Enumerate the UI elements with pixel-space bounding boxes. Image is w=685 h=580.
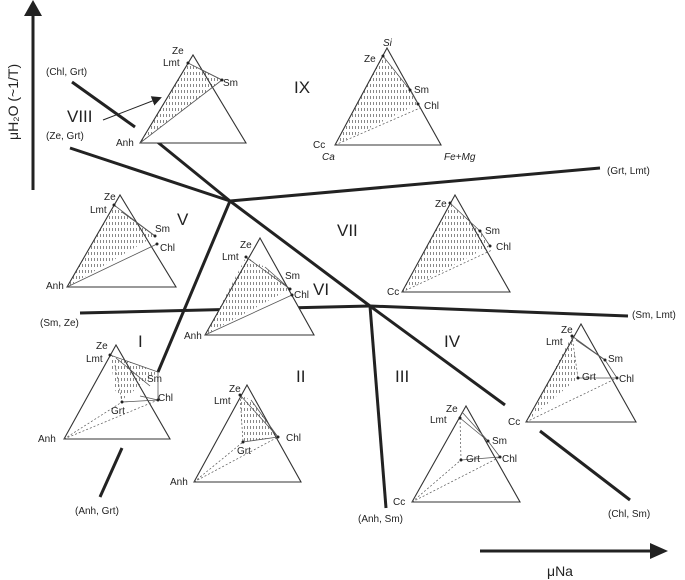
mineral-label-chl: Chl <box>619 374 634 385</box>
reaction-label-anh-grt: (Anh, Grt) <box>75 506 119 517</box>
boundary-chl-grt-lower <box>154 138 231 203</box>
ternary-diagram-viii: Ze Lmt Sm Anh <box>116 46 247 149</box>
mineral-label-cc: Cc <box>393 497 405 508</box>
reaction-label-chl-grt: (Chl, Grt) <box>46 67 87 78</box>
y-axis-arrow-icon <box>24 0 42 16</box>
mineral-label-ca: Ca <box>322 152 335 163</box>
field-label-ix: IX <box>294 78 310 97</box>
mineral-label-grt: Grt <box>237 446 251 457</box>
boundary-sm-lmt <box>369 304 629 318</box>
mineral-label-ze: Ze <box>172 46 184 57</box>
mineral-label-ze: Ze <box>96 341 108 352</box>
mineral-label-grt: Grt <box>466 454 480 465</box>
field-label-iii: III <box>395 367 409 386</box>
field-label-viii: VIII <box>67 107 93 126</box>
mineral-label-chl: Chl <box>496 242 511 253</box>
mineral-label-sm: Sm <box>492 436 507 447</box>
boundary-chl-sm <box>539 429 631 502</box>
mineral-label-anh: Anh <box>170 477 188 488</box>
mineral-label-ze: Ze <box>240 240 252 251</box>
boundary-mid-lower <box>369 304 506 407</box>
mineral-label-sm: Sm <box>485 226 500 237</box>
mineral-label-ze: Ze <box>364 54 376 65</box>
field-label-vii: VII <box>337 221 358 240</box>
x-axis-arrow-icon <box>650 543 668 559</box>
ternary-diagram-ii: Ze Lmt Chl Grt Anh <box>170 383 302 488</box>
mineral-label-ze: Ze <box>435 199 447 210</box>
x-axis-label: μNa <box>547 563 573 579</box>
mineral-label-lmt: Lmt <box>214 396 231 407</box>
mineral-label-sm: Sm <box>285 271 300 282</box>
mineral-label-ze: Ze <box>446 404 458 415</box>
reaction-label-sm-lmt: (Sm, Lmt) <box>632 310 676 321</box>
mineral-label-ze: Ze <box>104 192 116 203</box>
field-label-ii: II <box>296 367 305 386</box>
ternary-diagram-vii: Ze Sm Chl Cc <box>387 193 511 298</box>
mineral-label-sm: Sm <box>608 354 623 365</box>
mineral-points <box>108 54 619 462</box>
boundary-ze-grt <box>69 146 231 203</box>
mineral-label-lmt: Lmt <box>163 58 180 69</box>
reaction-label-grt-lmt: (Grt, Lmt) <box>607 166 650 177</box>
field-label-i: I <box>138 332 143 351</box>
field-label-iv: IV <box>444 332 461 351</box>
ternary-diagram-vi: Ze Lmt Sm Chl Anh <box>184 236 315 342</box>
mineral-label-chl: Chl <box>502 454 517 465</box>
boundary-chl-grt-upper <box>71 80 136 129</box>
field-labels: I II III IV V VI VII VIII IX <box>67 78 461 386</box>
ternary-diagram-iii: Ze Lmt Sm Chl Grt Cc <box>393 404 521 508</box>
mineral-label-cc: Cc <box>508 417 520 428</box>
mineral-label-chl: Chl <box>294 290 309 301</box>
reaction-labels: (Chl, Grt) (Ze, Grt) (Grt, Lmt) (Sm, Ze)… <box>40 67 676 525</box>
mineral-label-anh: Anh <box>38 434 56 445</box>
y-axis-label: μH₂O (~1/T) <box>5 64 21 140</box>
phase-boundaries <box>69 80 631 509</box>
mineral-label-lmt: Lmt <box>90 205 107 216</box>
mineral-label-sm: Sm <box>147 374 162 385</box>
reaction-label-sm-ze: (Sm, Ze) <box>40 318 79 329</box>
mineral-label-grt: Grt <box>111 406 125 417</box>
ternary-diagram-v: Ze Lmt Sm Chl Anh <box>46 192 177 292</box>
mineral-label-sm: Sm <box>155 224 170 235</box>
y-axis: μH₂O (~1/T) <box>5 0 42 190</box>
boundary-mid-upper <box>229 199 371 308</box>
ternary-diagram-iv: Ze Lmt Sm Chl Grt Cc <box>508 322 637 428</box>
mineral-label-ze: Ze <box>229 384 241 395</box>
mineral-label-fe-mg: Fe+Mg <box>444 152 476 163</box>
viii-pointer-arrow-icon <box>102 96 162 121</box>
boundary-v-i <box>156 200 232 373</box>
boundary-grt-lmt <box>229 166 601 203</box>
ternary-diagram-ix: Si Ze Sm Chl Cc Ca Fe+Mg <box>313 38 476 163</box>
reaction-label-chl-sm: (Chl, Sm) <box>608 509 650 520</box>
mineral-label-cc: Cc <box>387 287 399 298</box>
mineral-label-lmt: Lmt <box>430 415 447 426</box>
x-axis: μNa <box>480 543 668 579</box>
boundary-anh-grt <box>98 447 124 498</box>
mineral-label-anh: Anh <box>116 138 134 149</box>
mineral-label-anh: Anh <box>184 331 202 342</box>
mineral-label-anh: Anh <box>46 281 64 292</box>
reaction-label-anh-sm: (Anh, Sm) <box>358 514 403 525</box>
mineral-label-sm: Sm <box>223 78 238 89</box>
mineral-label-lmt: Lmt <box>86 354 103 365</box>
field-label-vi: VI <box>313 280 329 299</box>
mineral-label-si: Si <box>383 38 393 49</box>
mineral-label-lmt: Lmt <box>222 252 239 263</box>
mineral-label-cc: Cc <box>313 140 325 151</box>
mineral-label-chl: Chl <box>424 101 439 112</box>
mineral-label-chl: Chl <box>158 393 173 404</box>
mineral-label-lmt: Lmt <box>546 337 563 348</box>
field-label-v: V <box>177 210 189 229</box>
mineral-label-ze: Ze <box>561 325 573 336</box>
mineral-label-chl: Chl <box>286 433 301 444</box>
mineral-label-chl: Chl <box>160 243 175 254</box>
ternary-diagram-i: Ze Lmt Sm Chl Grt Anh <box>38 341 173 445</box>
mineral-label-grt: Grt <box>582 372 596 383</box>
reaction-label-ze-grt: (Ze, Grt) <box>46 131 84 142</box>
boundary-anh-sm <box>368 305 388 509</box>
mineral-label-sm: Sm <box>414 85 429 96</box>
